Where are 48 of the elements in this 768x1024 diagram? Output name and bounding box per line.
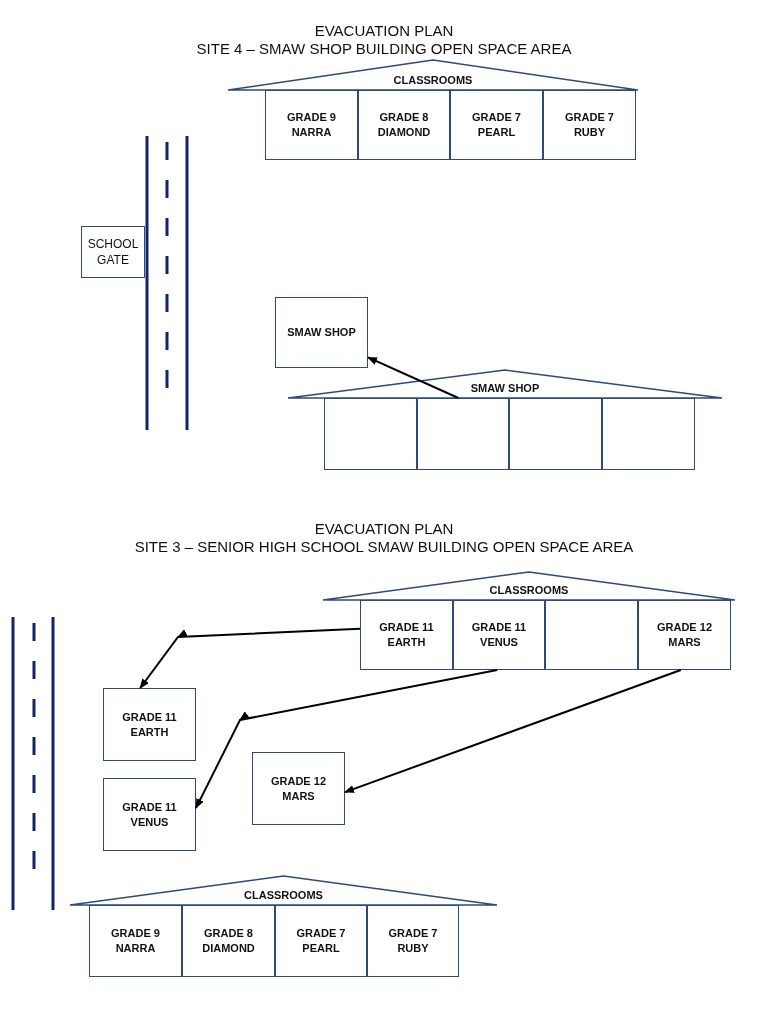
plan-title: EVACUATION PLAN [313, 520, 455, 537]
room-label: GRADE 7 PEARL [295, 926, 347, 956]
plan-title: EVACUATION PLAN [313, 22, 455, 39]
roof-label: SMAW SHOP [470, 380, 540, 396]
room-label: GRADE 9 NARRA [110, 926, 161, 956]
room-label: SMAW SHOP [287, 325, 356, 340]
room-label: GRADE 7 RUBY [564, 110, 615, 140]
classroom-box [324, 398, 417, 470]
room-label: GRADE 7 RUBY [387, 926, 439, 956]
evacuation-arrow [139, 627, 361, 689]
classroom-box [360, 600, 453, 670]
room-label: GRADE 11 VENUS [121, 799, 178, 830]
assembly-area-box [252, 752, 345, 825]
room-label: GRADE 12 MARS [270, 773, 327, 804]
site-heading: SITE 3 – SENIOR HIGH SCHOOL SMAW BUILDING OPEN SPACE AREA [133, 538, 635, 555]
room-label: GRADE 11 EARTH [378, 620, 435, 650]
classroom-box [638, 600, 731, 670]
room-label: GRADE 7 PEARL [471, 110, 522, 140]
classroom-box [275, 905, 367, 977]
assembly-area-box [103, 778, 196, 851]
classroom-box [509, 398, 602, 470]
roof-label: CLASSROOMS [244, 887, 323, 903]
gate-label: SCHOOL GATE [86, 235, 140, 269]
assembly-area-box [275, 297, 368, 368]
classroom-box [545, 600, 638, 670]
roof-label: CLASSROOMS [393, 72, 473, 88]
room-label: GRADE 11 VENUS [470, 620, 528, 650]
room-label: GRADE 9 NARRA [286, 110, 337, 140]
room-label: GRADE 11 EARTH [121, 709, 178, 740]
classroom-box [543, 90, 636, 160]
classroom-box [182, 905, 275, 977]
classroom-box [358, 90, 450, 160]
gate-box [81, 226, 145, 278]
classroom-box [417, 398, 509, 470]
roof-label: CLASSROOMS [489, 582, 569, 598]
classroom-box [602, 398, 695, 470]
classroom-box [367, 905, 459, 977]
classroom-box [450, 90, 543, 160]
classroom-box [265, 90, 358, 160]
room-label: GRADE 8 DIAMOND [376, 110, 432, 140]
evacuation-arrow [344, 669, 682, 794]
classroom-box [453, 600, 545, 670]
room-label: GRADE 8 DIAMOND [201, 926, 256, 956]
assembly-area-box [103, 688, 196, 761]
room-label: GRADE 12 MARS [656, 620, 713, 650]
site-heading: SITE 4 – SMAW SHOP BUILDING OPEN SPACE AREA [195, 40, 573, 57]
classroom-box [89, 905, 182, 977]
evacuation-arrow [195, 669, 499, 809]
